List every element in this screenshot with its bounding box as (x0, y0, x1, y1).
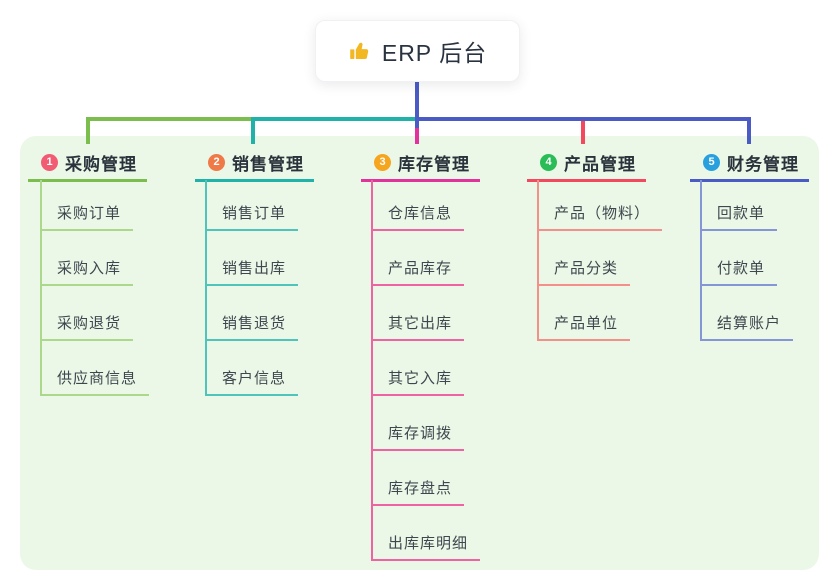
connector-branch-3-drop (415, 117, 419, 144)
connector-branch-4-drop (581, 117, 585, 144)
child-node[interactable]: 库存盘点 (371, 480, 465, 506)
branch-node-4[interactable]: 4 产品管理 (527, 146, 646, 182)
branch-trunk-line (205, 180, 207, 396)
child-node[interactable]: 供应商信息 (40, 370, 150, 396)
branch-badge: 5 (703, 154, 720, 171)
child-node[interactable]: 销售退货 (205, 315, 299, 341)
thumbs-up-icon (350, 42, 369, 59)
branch-label: 采购管理 (65, 155, 137, 174)
connector-root-stub (415, 82, 419, 128)
branch-trunk-line (700, 180, 702, 341)
child-node[interactable]: 产品（物料） (537, 205, 663, 231)
connector-branch-2-horizontal (251, 117, 421, 121)
branch-node-5[interactable]: 5 财务管理 (690, 146, 809, 182)
branch-trunk-line (40, 180, 42, 396)
child-node[interactable]: 产品库存 (371, 260, 465, 286)
child-node[interactable]: 销售出库 (205, 260, 299, 286)
branch-label: 财务管理 (727, 155, 799, 174)
branch-label: 产品管理 (564, 155, 636, 174)
child-node[interactable]: 库存调拨 (371, 425, 465, 451)
child-node[interactable]: 出库库明细 (371, 535, 481, 561)
root-title: ERP 后台 (381, 40, 488, 66)
child-node[interactable]: 销售订单 (205, 205, 299, 231)
branch-trunk-line (371, 180, 373, 561)
branch-node-3[interactable]: 3 库存管理 (361, 146, 480, 182)
branch-badge: 3 (374, 154, 391, 171)
child-node[interactable]: 结算账户 (700, 315, 794, 341)
child-node[interactable]: 回款单 (700, 205, 778, 231)
connector-branch-5-drop (747, 117, 751, 144)
connector-branch-5-horizontal (417, 117, 751, 121)
branch-trunk-line (537, 180, 539, 341)
child-node[interactable]: 付款单 (700, 260, 778, 286)
mindmap-panel (20, 136, 819, 570)
child-node[interactable]: 其它出库 (371, 315, 465, 341)
child-node[interactable]: 仓库信息 (371, 205, 465, 231)
branch-node-1[interactable]: 1 采购管理 (28, 146, 147, 182)
child-node[interactable]: 产品分类 (537, 260, 631, 286)
child-node[interactable]: 产品单位 (537, 315, 631, 341)
child-node[interactable]: 采购订单 (40, 205, 134, 231)
connector-branch-2-drop (251, 117, 255, 144)
connector-branch-1-drop (86, 117, 90, 144)
child-node[interactable]: 采购退货 (40, 315, 134, 341)
child-node[interactable]: 客户信息 (205, 370, 299, 396)
branch-badge: 1 (41, 154, 58, 171)
branch-badge: 2 (208, 154, 225, 171)
child-node[interactable]: 其它入库 (371, 370, 465, 396)
branch-node-2[interactable]: 2 销售管理 (195, 146, 314, 182)
branch-label: 销售管理 (232, 155, 304, 174)
branch-label: 库存管理 (398, 155, 470, 174)
root-node[interactable]: ERP 后台 (315, 20, 520, 82)
branch-badge: 4 (540, 154, 557, 171)
child-node[interactable]: 采购入库 (40, 260, 134, 286)
